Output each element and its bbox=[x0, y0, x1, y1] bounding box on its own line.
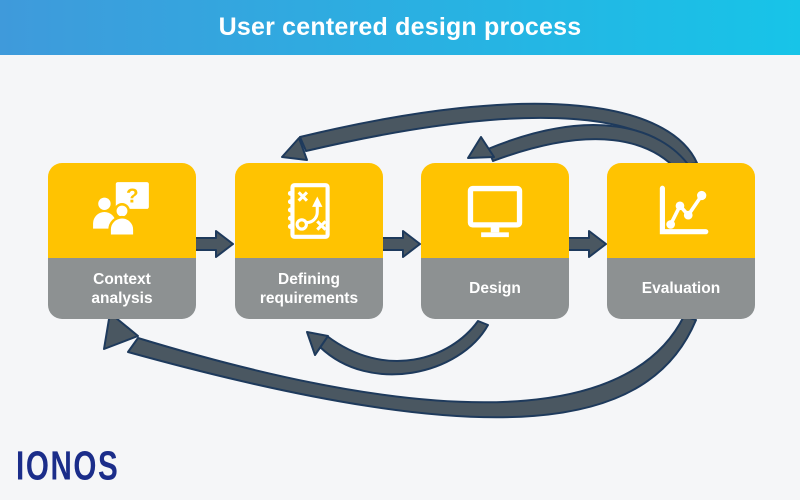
forward-arrow-design-to-evaluation bbox=[565, 230, 607, 258]
step-label: Defining requirements bbox=[259, 270, 359, 307]
people-question-icon: ? bbox=[93, 181, 149, 237]
feedback-arrow-evaluation-to-context bbox=[127, 315, 697, 419]
step-label-area: Defining requirements bbox=[235, 258, 383, 319]
step-icon-area: ? bbox=[48, 163, 196, 258]
step-label: Evaluation bbox=[641, 280, 721, 297]
step-label-area: Evaluation bbox=[607, 258, 755, 319]
forward-arrow-requirements-to-design bbox=[379, 230, 421, 258]
step-label-area: Design bbox=[421, 258, 569, 319]
step-evaluation: Evaluation bbox=[607, 163, 755, 319]
feedback-arrowhead-evaluation-to-design bbox=[467, 136, 495, 159]
feedback-arrowhead-design-to-requirements bbox=[306, 331, 329, 356]
step-label-area: Context analysis bbox=[48, 258, 196, 319]
question-mark-glyph: ? bbox=[126, 184, 139, 207]
feedback-arrow-design-to-requirements bbox=[319, 320, 489, 376]
step-icon-area bbox=[235, 163, 383, 258]
line-chart-icon bbox=[659, 185, 709, 234]
step-label: Context analysis bbox=[91, 270, 153, 307]
step-defining-requirements: Defining requirements bbox=[235, 163, 383, 319]
monitor-icon bbox=[467, 185, 523, 237]
feedback-arrowhead-evaluation-to-requirements bbox=[281, 137, 308, 161]
step-icon-area bbox=[607, 163, 755, 258]
title-bar: User centered design process bbox=[0, 0, 800, 55]
feedback-arrowhead-evaluation-to-context bbox=[103, 312, 139, 350]
step-design: Design bbox=[421, 163, 569, 319]
page-title: User centered design process bbox=[218, 13, 582, 41]
strategy-plan-icon bbox=[287, 182, 330, 239]
step-label: Design bbox=[469, 280, 521, 297]
forward-arrow-context-to-requirements bbox=[192, 230, 234, 258]
step-context-analysis: ? Context analysis bbox=[48, 163, 196, 319]
ionos-logo: IONOS bbox=[16, 443, 120, 489]
step-icon-area bbox=[421, 163, 569, 258]
